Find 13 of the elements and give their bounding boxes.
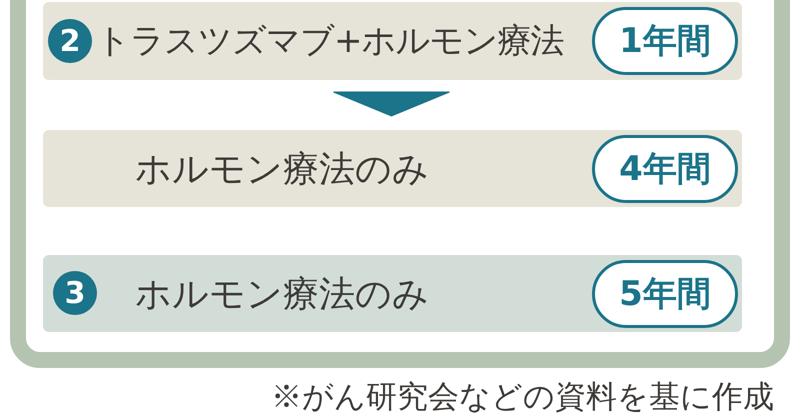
treatment-bar — [43, 255, 742, 332]
step-number: 3 — [53, 271, 97, 315]
treatment-bar — [43, 2, 742, 80]
treatment-text: ホルモン療法のみ — [135, 277, 429, 313]
treatment-text: トラスツズマブ+ホルモン療法 — [96, 24, 564, 58]
treatment-bar — [43, 130, 742, 207]
treatment-text: ホルモン療法のみ — [135, 152, 429, 188]
duration-pill: 5年間 — [592, 260, 738, 328]
duration-pill: 4年間 — [592, 135, 738, 203]
source-note: ※がん研究会などの資料を基に作成 — [271, 378, 774, 417]
arrow — [333, 92, 450, 117]
duration-pill: 1年間 — [592, 7, 738, 75]
step-number: 2 — [48, 19, 92, 63]
